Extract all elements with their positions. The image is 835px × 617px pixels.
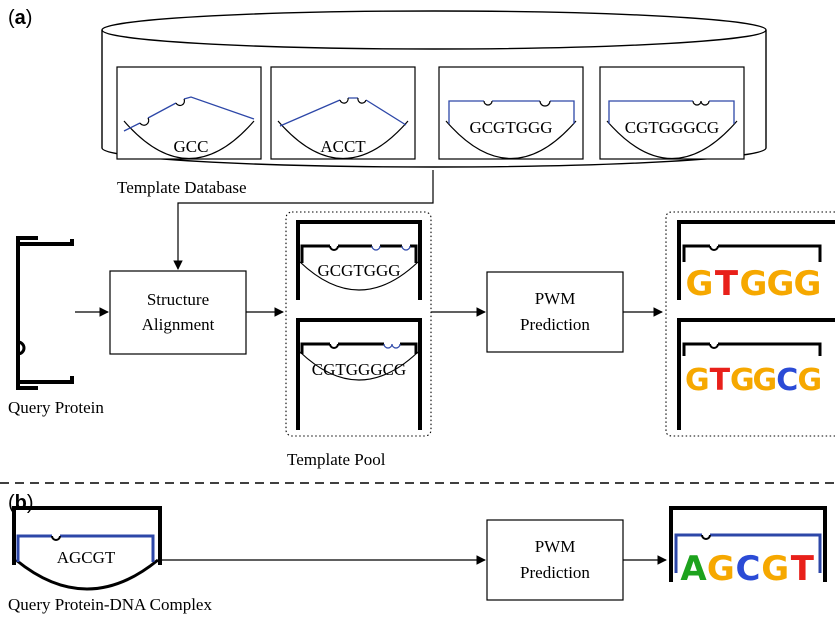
pwm-prediction-box-b: PWM Prediction <box>486 519 624 601</box>
db-template-3: GCGTGGG <box>438 66 584 160</box>
template-pool-caption: Template Pool <box>287 450 386 469</box>
logo-letter: G <box>797 363 822 398</box>
db-template-1: GCC <box>116 66 262 160</box>
db-template-2: ACCT <box>270 66 416 160</box>
logo-letter: G <box>752 363 777 398</box>
db-template-4: CGTGGGCG <box>599 66 745 160</box>
query-protein <box>16 236 74 390</box>
structure-alignment-box: Structure Alignment <box>109 270 247 355</box>
pwm-prediction-box-a: PWM Prediction <box>486 271 624 353</box>
logo-letter: T <box>715 264 739 304</box>
logo-letter: T <box>710 363 731 398</box>
logo-letter: G <box>730 363 755 398</box>
query-protein-caption: Query Protein <box>8 398 104 417</box>
query-protein-dna-complex: AGCGT <box>12 506 162 591</box>
logo-letter: G <box>761 549 789 589</box>
db-sequence: GCC <box>174 137 209 156</box>
pool-template-1: GCGTGGG <box>296 220 422 300</box>
predicted-logos-frame <box>665 211 835 437</box>
db-sequence: GCGTGGG <box>469 118 552 137</box>
database-to-alignment-arrow <box>173 170 434 270</box>
logo-letter: G <box>740 264 768 304</box>
complex-sequence: AGCGT <box>57 548 116 567</box>
panel-a-label: (a) <box>8 7 32 29</box>
logo-letter: T <box>791 549 815 589</box>
logo-letter: G <box>685 363 710 398</box>
pwm-line2: Prediction <box>520 315 590 334</box>
pool-sequence: GCGTGGG <box>317 261 400 280</box>
pool-sequence: CGTGGGCG <box>312 360 406 379</box>
logo-letter: A <box>680 549 707 589</box>
logo-letter: C <box>736 549 761 589</box>
panel-b-label: (b) <box>8 492 34 514</box>
pwm-line1: PWM <box>535 537 576 556</box>
pool-template-2: CGTGGGCG <box>296 318 422 430</box>
pwm-line1: PWM <box>535 289 576 308</box>
structure-alignment-line2: Alignment <box>142 315 215 334</box>
db-sequence: ACCT <box>320 137 366 156</box>
template-pool-frame <box>285 211 432 437</box>
template-database-caption: Template Database <box>117 178 247 197</box>
logo-letter: G <box>686 264 714 304</box>
structure-alignment-line1: Structure <box>147 290 209 309</box>
db-sequence: CGTGGGCG <box>625 118 719 137</box>
pwm-line2: Prediction <box>520 563 590 582</box>
logo-letter: C <box>776 363 798 398</box>
logo-letter: G <box>794 264 822 304</box>
logo-letter: G <box>707 549 735 589</box>
complex-caption: Query Protein-DNA Complex <box>8 595 212 614</box>
logo-letter: G <box>767 264 795 304</box>
